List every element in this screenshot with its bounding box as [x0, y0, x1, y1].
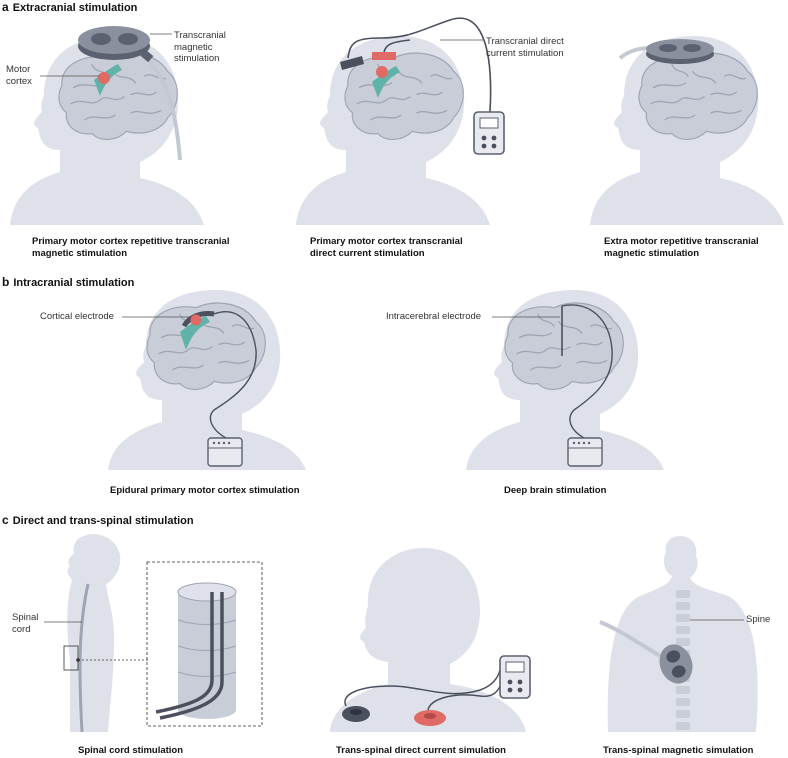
intracerebral-electrode-label: Intracerebral electrode — [386, 311, 482, 322]
spinal-cord-line — [78, 583, 90, 733]
electrode-lead — [561, 304, 613, 439]
tdcs-device — [473, 111, 505, 155]
panel-b2-illustration — [466, 290, 664, 470]
cathode-pad — [340, 56, 364, 70]
anode-pad-center — [424, 713, 436, 719]
spinal-cord-label: Spinal cord — [12, 612, 39, 635]
panel-a1-illustration — [10, 26, 204, 225]
anode-pad — [372, 52, 396, 60]
caption-a1: Primary motor cortex repetitive transcra… — [32, 236, 230, 259]
tms-coil — [646, 39, 714, 64]
caption-b2: Deep brain stimulation — [504, 485, 607, 496]
section-title: Intracranial stimulation — [13, 277, 135, 289]
trans-spinal-wire — [344, 669, 501, 707]
caption-c1: Spinal cord stimulation — [78, 745, 184, 756]
spinal-cord-segment — [155, 582, 237, 720]
brain — [344, 52, 464, 141]
spinal-electrode-lead — [155, 592, 214, 714]
section-title: Direct and trans-spinal stimulation — [12, 515, 194, 527]
spine-label: Spine — [746, 614, 771, 625]
panel-c3-illustration — [599, 536, 758, 732]
brain — [638, 52, 758, 141]
tdcs-label: Transcranial direct current stimulation — [486, 36, 564, 59]
section-title: Extracranial stimulation — [12, 2, 138, 14]
section-letter: b — [2, 275, 10, 289]
panel-c2-illustration — [330, 548, 531, 732]
brain — [504, 302, 624, 391]
caption-c2: Trans-spinal direct current simulation — [336, 745, 506, 756]
caption-b1: Epidural primary motor cortex stimulatio… — [110, 485, 300, 496]
stimulation-point — [190, 314, 202, 326]
body-silhouette — [67, 534, 121, 732]
tdcs-wire — [383, 39, 411, 53]
tms-coil — [78, 26, 154, 63]
motor-cortex-region — [372, 66, 400, 98]
spinal-electrode-lead — [159, 592, 224, 720]
electrode-lead — [209, 311, 257, 439]
inset-box — [63, 645, 79, 671]
tms-cable — [148, 60, 182, 161]
implanted-pulse-generator — [207, 437, 243, 467]
brain — [146, 302, 266, 391]
tms-coil — [659, 644, 693, 684]
panel-c1-illustration — [44, 534, 263, 733]
caption-c3: Trans-spinal magnetic simulation — [603, 745, 754, 756]
implanted-pulse-generator — [567, 437, 603, 467]
stimulation-point — [98, 72, 110, 84]
section-letter: a — [2, 0, 9, 14]
tdcs-device — [499, 655, 531, 699]
panel-a3-illustration — [590, 36, 784, 225]
inset-anchor — [76, 658, 80, 662]
body-silhouette — [330, 548, 526, 732]
tdcs-wire — [347, 17, 492, 113]
motor-cortex-region — [180, 316, 210, 350]
trans-spinal-wire — [427, 679, 503, 711]
panel-a2-illustration — [296, 17, 505, 225]
tms-cable — [599, 620, 662, 658]
cortical-electrode-label: Cortical electrode — [40, 311, 114, 322]
cathode-pad-center — [350, 709, 362, 715]
panel-b1-illustration — [108, 290, 306, 470]
tms-label: Transcranial magnetic stimulation — [174, 30, 226, 64]
motor-cortex-label: Motor cortex — [6, 64, 32, 87]
stimulation-point — [376, 66, 388, 78]
section-letter: c — [2, 513, 9, 527]
caption-a2: Primary motor cortex transcranial direct… — [310, 236, 463, 259]
caption-a3: Extra motor repetitive transcranial magn… — [604, 236, 759, 259]
zoom-inset-frame — [146, 561, 263, 727]
